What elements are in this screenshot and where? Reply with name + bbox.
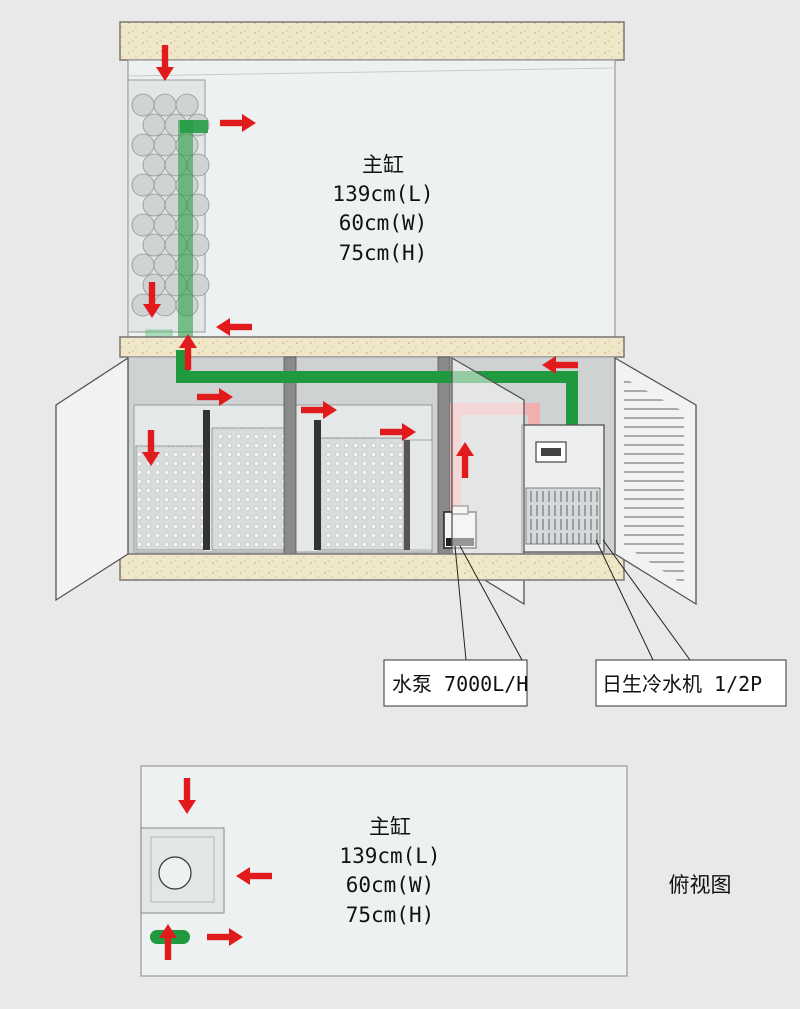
chiller-unit-icon: [521, 424, 605, 553]
pump-callout-label: 水泵 7000L/H: [392, 672, 528, 696]
svg-text:主缸: 主缸: [369, 815, 411, 839]
svg-text:60cm(W): 60cm(W): [346, 873, 435, 897]
bio-ball: [131, 173, 155, 197]
cabinet-base: [119, 553, 625, 581]
svg-text:139cm(L): 139cm(L): [339, 844, 440, 868]
bio-ball: [153, 133, 177, 157]
chiller-callout-label: 日生冷水机 1/2P: [602, 672, 762, 696]
main-tank: [127, 59, 616, 338]
callout-lines: [454, 539, 691, 661]
svg-text:60cm(W): 60cm(W): [339, 211, 428, 235]
top-view-tank-label: 主缸 139cm(L) 60cm(W) 75cm(H): [339, 815, 440, 927]
chiller-callout-box: [595, 659, 787, 707]
bio-ball: [131, 213, 155, 237]
sump-chamber-3: [317, 437, 405, 551]
bio-ball: [142, 153, 166, 177]
cabinet-left-door: [55, 356, 129, 602]
top-view-caption: 俯视图: [669, 873, 732, 897]
pump-callout-box: [383, 659, 528, 707]
svg-text:主缸: 主缸: [362, 153, 404, 177]
svg-text:139cm(L): 139cm(L): [332, 182, 433, 206]
bio-ball: [153, 93, 177, 117]
main-tank-label: 主缸 139cm(L) 60cm(W) 75cm(H): [332, 153, 433, 265]
sump-baffle: [404, 440, 410, 550]
bio-ball: [142, 193, 166, 217]
sump-baffle: [203, 410, 210, 550]
cabinet-partition: [283, 356, 297, 555]
bio-ball: [153, 173, 177, 197]
top-view-drain-hole: [158, 856, 192, 890]
bio-ball: [131, 253, 155, 277]
sump-baffle: [314, 420, 321, 550]
bio-ball: [153, 253, 177, 277]
cabinet-glass-door: [451, 356, 525, 606]
bio-ball: [142, 113, 166, 137]
bio-ball: [153, 213, 177, 237]
bio-ball: [175, 93, 199, 117]
bio-ball: [131, 133, 155, 157]
sump-chamber-2: [211, 427, 287, 551]
return-pipe-green: [178, 120, 208, 355]
louver-panel: [624, 378, 684, 585]
bio-ball: [131, 93, 155, 117]
sump-chamber-1: [135, 445, 205, 551]
svg-text:75cm(H): 75cm(H): [339, 241, 428, 265]
tank-top-cover: [119, 21, 625, 61]
svg-text:75cm(H): 75cm(H): [346, 903, 435, 927]
bio-ball: [142, 233, 166, 257]
